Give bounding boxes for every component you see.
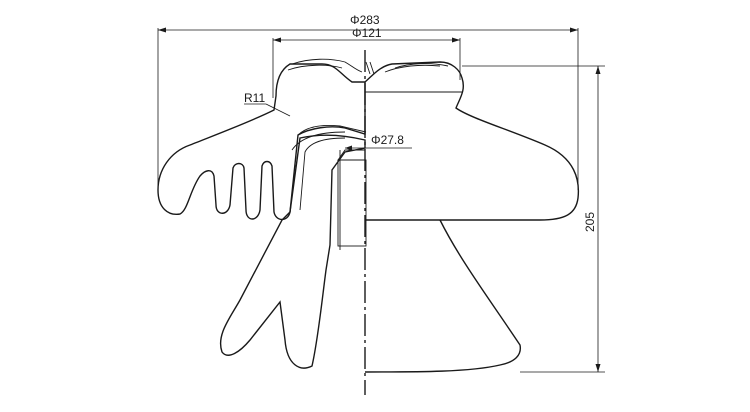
thread-insert [337,159,367,247]
height-dimension: 205 [462,65,605,373]
radius-callout: R11 [244,91,291,117]
bore-outline [297,125,367,136]
section-view [157,58,367,369]
top-diameter-dimension: Φ121 [272,26,461,98]
outer-diameter-label: Φ283 [350,13,380,27]
shed-section [157,63,366,221]
shed-exterior [364,61,580,221]
bore-dimension: Φ27.8 [345,133,412,151]
outer-diameter-dimension: Φ283 [157,13,579,190]
exterior-view [364,61,580,373]
radius-label: R11 [244,91,265,105]
height-label: 205 [583,212,597,232]
top-diameter-label: Φ121 [352,26,382,40]
skirt-section [219,134,366,369]
skirt-exterior [364,219,522,373]
cap-notch [365,61,375,75]
bore-diameter-label: Φ27.8 [371,133,404,147]
